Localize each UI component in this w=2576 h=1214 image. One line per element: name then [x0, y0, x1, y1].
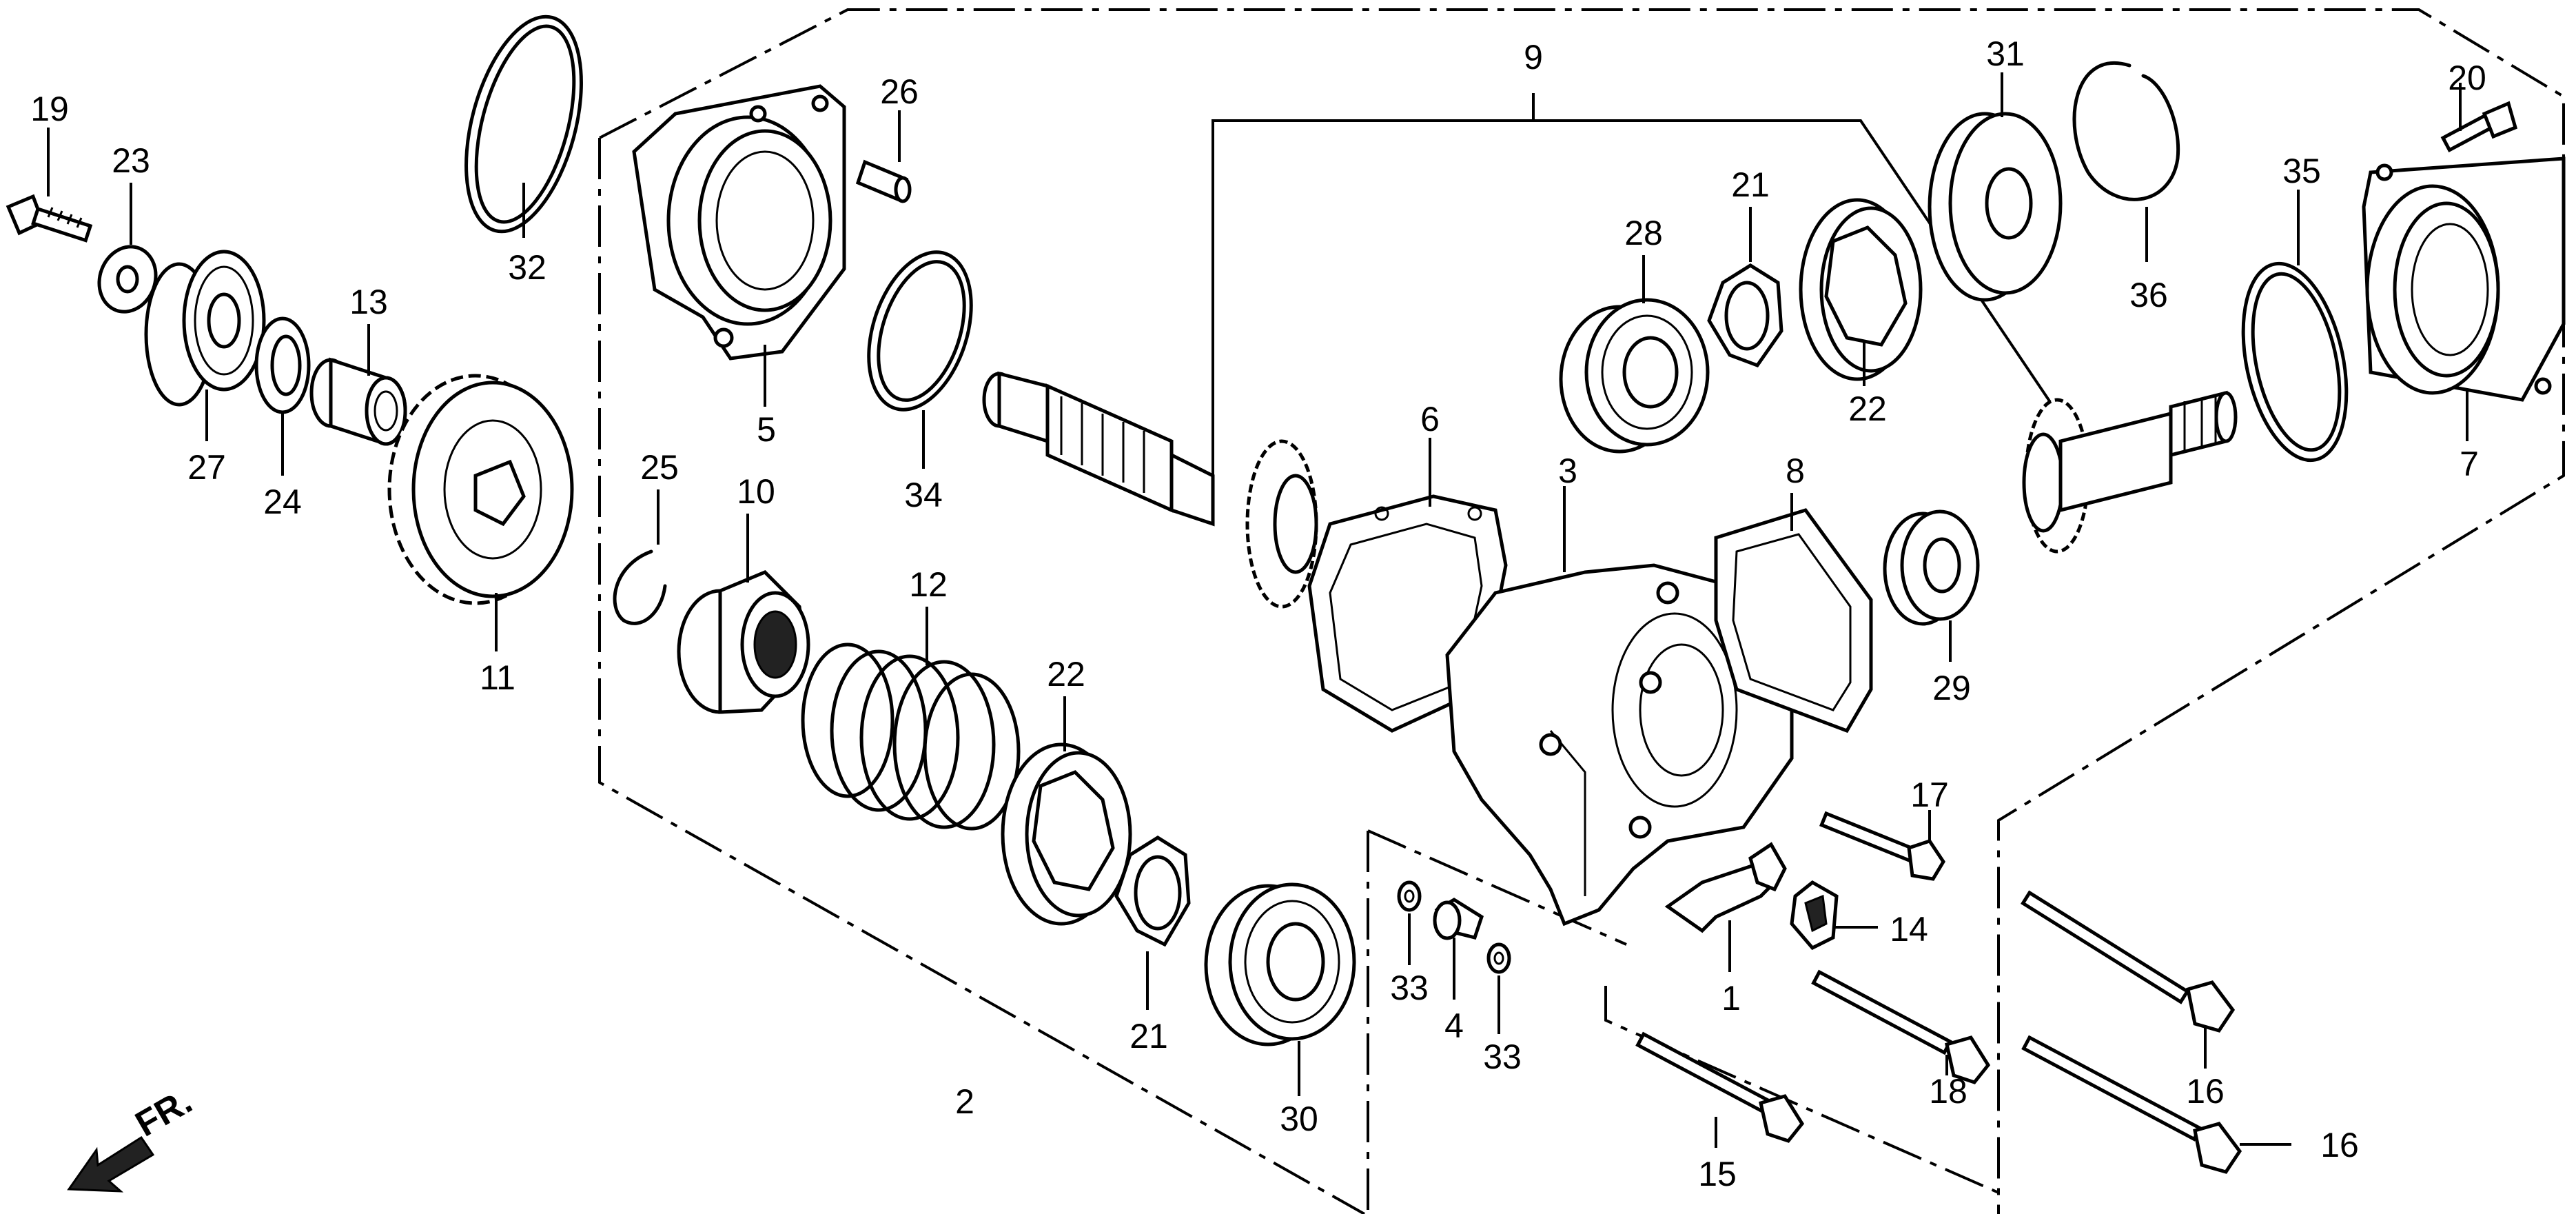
label-26: 26 — [880, 72, 919, 111]
front-arrow-icon — [67, 1135, 155, 1193]
label-3: 3 — [1558, 452, 1577, 490]
label-15: 15 — [1698, 1155, 1737, 1193]
part-15-bolt — [1635, 1031, 1805, 1148]
label-10: 10 — [737, 472, 775, 511]
part-21-upper-lock-nut — [1707, 207, 1783, 368]
part-23-washer — [97, 183, 158, 314]
assembly-boundary-outer — [598, 8, 2565, 1214]
label-19: 19 — [30, 90, 69, 128]
label-1: 1 — [1721, 979, 1741, 1018]
part-26-dowel-pin — [855, 110, 912, 203]
part-27-bearing — [144, 250, 266, 441]
label-20: 20 — [2448, 59, 2486, 97]
front-marker-text: FR. — [129, 1081, 199, 1144]
label-13: 13 — [349, 283, 388, 321]
label-25: 25 — [640, 448, 679, 487]
label-2: 2 — [955, 1082, 974, 1121]
part-18-bolt — [1811, 969, 1991, 1084]
label-32: 32 — [508, 248, 546, 287]
label-18: 18 — [1929, 1072, 1967, 1111]
label-16-lower: 16 — [2320, 1126, 2359, 1164]
label-36: 36 — [2129, 276, 2168, 314]
label-6: 6 — [1420, 400, 1440, 438]
part-20-bolt — [2440, 83, 2518, 153]
label-22-upper: 22 — [1848, 390, 1887, 428]
part-35-o-ring — [2241, 190, 2349, 463]
part-17-bolt — [1819, 810, 1945, 881]
label-33-right: 33 — [1483, 1038, 1522, 1076]
label-24: 24 — [263, 483, 302, 521]
label-30: 30 — [1280, 1100, 1318, 1138]
part-19-flange-bolt — [6, 128, 93, 243]
label-28: 28 — [1624, 214, 1663, 252]
label-35: 35 — [2282, 152, 2321, 190]
label-21-lower: 21 — [1129, 1017, 1168, 1055]
part-25-circlip — [613, 489, 667, 625]
label-9: 9 — [1524, 38, 1543, 77]
label-7: 7 — [2460, 445, 2479, 483]
part-30-bearing — [1204, 882, 1356, 1096]
label-12: 12 — [909, 565, 948, 604]
label-27: 27 — [187, 448, 226, 487]
label-29: 29 — [1932, 669, 1971, 707]
part-16-long-bolt-lower — [2021, 1035, 2291, 1174]
part-8-gasket — [1714, 493, 1873, 734]
part-21-lower-lock-nut — [1114, 836, 1191, 1010]
assembly-boundary-case — [1367, 829, 1999, 1214]
part-10-cam — [677, 514, 810, 714]
part-12-spring — [801, 607, 1021, 831]
part-9-pinion-shaft — [982, 371, 1318, 609]
part-1-bracket — [1664, 842, 1787, 972]
part-11-driven-gear — [387, 374, 574, 651]
label-23: 23 — [112, 141, 150, 180]
part-29-bearing — [1883, 509, 1980, 662]
label-5: 5 — [757, 410, 776, 449]
part-22-lower-gear — [1001, 696, 1132, 926]
part-number-labels: 19 23 27 24 13 11 32 5 26 34 25 10 12 22… — [30, 34, 2486, 1193]
part-22-upper-gear — [1799, 198, 1923, 386]
label-16-upper: 16 — [2186, 1072, 2225, 1111]
part-5-bearing-holder — [632, 84, 846, 407]
part-7-bearing-holder — [2362, 156, 2566, 441]
part-34-o-ring — [867, 250, 973, 469]
part-13-collar — [309, 324, 407, 446]
part-14-grommet — [1790, 880, 1878, 951]
label-31: 31 — [1986, 34, 2025, 73]
part-16-long-bolt-upper — [2021, 890, 2236, 1069]
part-4-nozzle — [1433, 898, 1484, 1000]
part-32-o-ring — [464, 14, 583, 238]
label-14: 14 — [1890, 910, 1928, 949]
part-33-seal-washer-right — [1486, 942, 1511, 1034]
front-direction-marker: FR. — [67, 1081, 199, 1193]
part-28-bearing — [1559, 255, 1710, 454]
label-33-left: 33 — [1390, 969, 1429, 1007]
label-4: 4 — [1444, 1006, 1464, 1045]
part-33-seal-washer-left — [1397, 880, 1422, 965]
part-31-oil-seal — [1928, 72, 2063, 302]
part-3-gear-case — [1445, 486, 1794, 927]
label-34: 34 — [904, 476, 943, 514]
part-36-circlip — [2072, 61, 2180, 262]
label-11: 11 — [480, 658, 515, 697]
label-8: 8 — [1786, 452, 1805, 490]
part-24-thrust-washer — [254, 316, 311, 476]
label-22-lower: 22 — [1047, 655, 1085, 694]
label-17: 17 — [1910, 776, 1949, 814]
label-21-upper: 21 — [1731, 165, 1770, 204]
part-9-ring-gear-shaft — [2022, 390, 2238, 554]
